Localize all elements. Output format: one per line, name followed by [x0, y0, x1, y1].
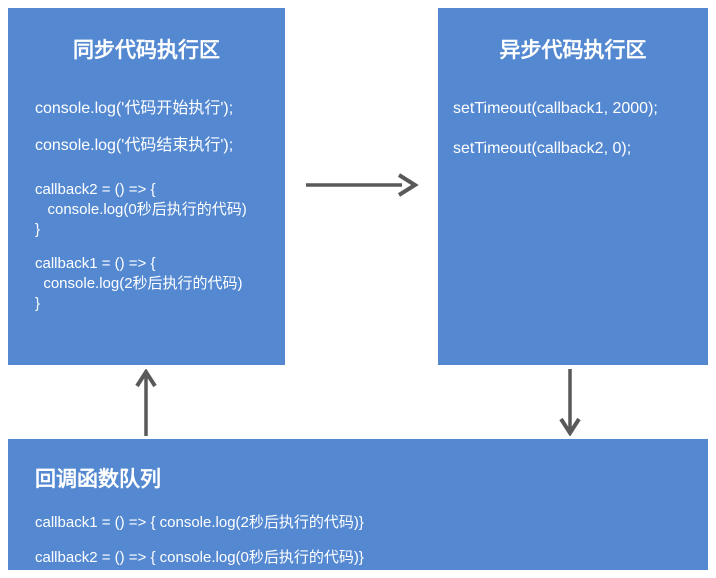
code-line: console.log(2秒后执行的代码) [35, 275, 243, 293]
async-statements: setTimeout(callback1, 2000); setTimeout(… [453, 98, 708, 159]
code-line: setTimeout(callback2, 0); [453, 140, 632, 158]
queue-box-title: 回调函数队列 [35, 468, 161, 492]
code-line: } [35, 221, 41, 239]
async-code-box: 异步代码执行区 setTimeout(callback1, 2000); set… [438, 8, 708, 365]
sync-statements: console.log('代码开始执行'); console.log('代码结束… [35, 98, 285, 156]
code-line: setTimeout(callback1, 2000); [453, 100, 658, 118]
code-line: console.log(0秒后执行的代码) [35, 201, 247, 219]
arrow-async-to-queue-icon [556, 368, 584, 436]
arrow-sync-to-async-icon [305, 171, 419, 199]
sync-code-box: 同步代码执行区 console.log('代码开始执行'); console.l… [8, 8, 285, 365]
code-line: callback1 = () => { console.log(2秒后执行的代码… [35, 513, 364, 531]
sync-callback-blocks: callback2 = () => { console.log(0秒后执行的代码… [35, 180, 285, 314]
callback-queue-box: 回调函数队列 callback1 = () => { console.log(2… [8, 439, 708, 570]
sync-box-title: 同步代码执行区 [73, 39, 220, 63]
code-line: callback2 = () => { [35, 181, 156, 199]
code-line: } [35, 295, 41, 313]
code-line: callback1 = () => { [35, 255, 156, 273]
code-line: console.log('代码结束执行'); [35, 137, 234, 155]
code-line: console.log('代码开始执行'); [35, 100, 234, 118]
callback2-definition: callback2 = () => { console.log(0秒后执行的代码… [35, 180, 285, 240]
callback1-definition: callback1 = () => { console.log(2秒后执行的代码… [35, 254, 285, 314]
code-line: callback2 = () => { console.log(0秒后执行的代码… [35, 548, 364, 566]
arrow-queue-to-sync-icon [132, 369, 160, 437]
async-box-title: 异步代码执行区 [499, 39, 647, 63]
